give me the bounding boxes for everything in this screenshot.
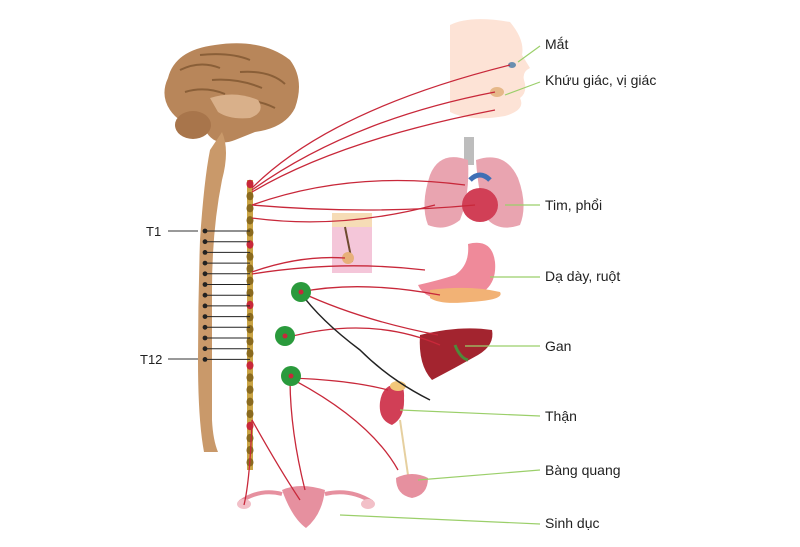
chain-ganglion-bead bbox=[246, 349, 254, 358]
ganglia bbox=[275, 282, 311, 386]
label-reproductive: Sinh dục bbox=[545, 515, 600, 531]
vagus-nerve bbox=[299, 291, 431, 401]
chain-ganglion-bead bbox=[246, 300, 254, 310]
reproductive-illustration bbox=[237, 486, 375, 528]
label-bladder: Bàng quang bbox=[545, 462, 621, 478]
chain-ganglion-bead bbox=[246, 216, 254, 225]
label-heart-lung: Tim, phổi bbox=[545, 197, 603, 213]
eye-icon bbox=[508, 62, 516, 68]
preganglionic-connectors bbox=[205, 230, 250, 360]
chain-ganglion-bead bbox=[246, 397, 254, 406]
brain-illustration bbox=[164, 43, 299, 143]
face-illustration bbox=[450, 19, 530, 119]
chain-ganglion-bead bbox=[246, 288, 254, 298]
segment-label-t1: T1 bbox=[146, 224, 162, 239]
nerve-fibers bbox=[243, 64, 511, 506]
chain-ganglion-bead bbox=[246, 191, 254, 201]
chain-ganglion-bead bbox=[246, 276, 254, 285]
chain-ganglion-bead bbox=[246, 409, 254, 419]
nose-taste-icon bbox=[490, 87, 504, 97]
skin-illustration bbox=[332, 213, 372, 273]
spinal-cord bbox=[198, 132, 226, 452]
label-smell-taste: Khứu giác, vị giác bbox=[545, 72, 657, 88]
lungs-heart-illustration bbox=[424, 137, 524, 228]
chain-ganglion-bead bbox=[246, 179, 254, 189]
chain-ganglion-bead bbox=[246, 337, 254, 346]
label-eye: Mắt bbox=[545, 36, 569, 52]
label-kidney: Thận bbox=[545, 408, 577, 424]
chain-ganglion-bead bbox=[246, 228, 254, 237]
kidney-illustration bbox=[379, 381, 409, 476]
chain-ganglion-bead bbox=[246, 361, 254, 370]
chain-ganglion-bead bbox=[246, 252, 254, 261]
chain-ganglion-bead bbox=[246, 204, 254, 213]
segment-label-t12: T12 bbox=[140, 352, 163, 367]
liver-illustration bbox=[419, 328, 493, 380]
chain-ganglion-bead bbox=[246, 264, 254, 273]
chain-ganglion-bead bbox=[246, 373, 254, 382]
stomach-illustration bbox=[418, 242, 501, 303]
label-pointers bbox=[339, 45, 541, 525]
chain-ganglion-bead bbox=[246, 385, 254, 394]
chain-ganglion-bead bbox=[246, 433, 254, 443]
bladder-illustration bbox=[396, 474, 428, 498]
label-liver: Gan bbox=[545, 338, 572, 354]
sympathetic-chain bbox=[246, 179, 254, 470]
label-stomach-intestine: Dạ dày, ruột bbox=[545, 268, 621, 284]
chain-ganglion-bead bbox=[246, 325, 254, 334]
chain-ganglion-bead bbox=[246, 240, 254, 249]
